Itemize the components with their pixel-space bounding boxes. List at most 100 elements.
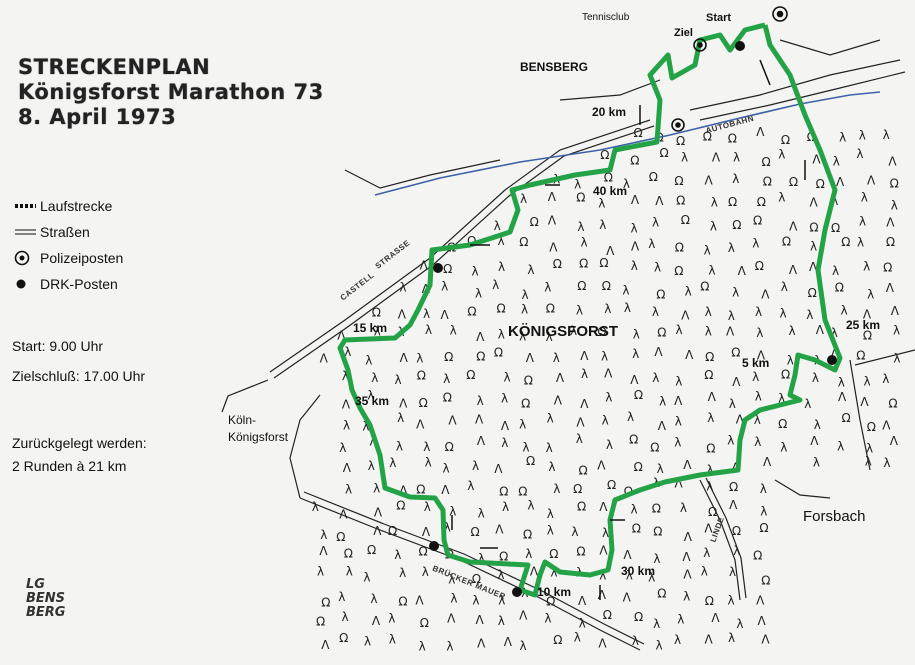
tree-symbol: λ <box>449 505 456 519</box>
tree-symbol: λ <box>342 369 349 383</box>
tree-symbol: Ω <box>676 134 685 148</box>
tree-symbol: λ <box>707 463 714 477</box>
tree-symbol: λ <box>893 324 900 338</box>
tree-symbol: λ <box>710 219 717 233</box>
legend-item-drk: DRK-Posten <box>14 271 123 297</box>
tree-symbol: Ʌ <box>576 416 585 430</box>
tree-symbol: Ω <box>445 440 454 454</box>
tree-symbol: Ω <box>652 501 661 515</box>
tree-symbol: Ʌ <box>504 635 513 649</box>
tree-symbol: Ʌ <box>836 175 845 189</box>
map-subtitle: Königsforst Marathon 73 <box>18 80 324 104</box>
tree-symbol: Ω <box>632 521 641 535</box>
tree-symbol: λ <box>448 572 455 586</box>
tree-symbol: Ω <box>467 305 476 319</box>
tree-symbol: λ <box>444 521 451 535</box>
tree-symbol: Ω <box>763 175 772 189</box>
tree-symbol: λ <box>680 501 687 515</box>
tree-symbol: λ <box>857 235 864 249</box>
tree-symbol: Ω <box>703 130 712 144</box>
tree-symbol: Ʌ <box>711 611 720 625</box>
tree-symbol: Ω <box>518 484 527 498</box>
tree-symbol: Ʌ <box>415 593 424 607</box>
road-north-2 <box>559 79 661 101</box>
tree-symbol: Ω <box>867 420 876 434</box>
tree-symbol: Ω <box>674 174 683 188</box>
finish-time: Zielschluß: 17.00 Uhr <box>12 368 146 384</box>
drk-post <box>433 263 443 273</box>
tree-symbol: λ <box>492 278 499 292</box>
tree-symbol: Ω <box>494 345 503 359</box>
tree-symbol: λ <box>704 244 711 258</box>
tree-symbol: Ʌ <box>761 288 770 302</box>
tree-symbol: λ <box>581 367 588 381</box>
tree-symbol: Ʌ <box>374 506 383 520</box>
tree-symbol: Ω <box>476 350 485 364</box>
tree-symbol: λ <box>754 413 761 427</box>
tree-symbol: Ω <box>732 218 741 232</box>
tree-symbol: Ʌ <box>441 308 450 322</box>
tree-symbol: Ʌ <box>789 220 798 234</box>
tree-symbol: λ <box>833 154 840 168</box>
place-forsbach: Forsbach <box>803 508 866 525</box>
tree-symbol: Ʌ <box>422 525 431 539</box>
tree-symbol: Ω <box>467 234 476 248</box>
tree-symbol: λ <box>450 323 457 337</box>
tree-symbol: λ <box>705 325 712 339</box>
tree-symbol: λ <box>839 131 846 145</box>
tree-symbol: Ω <box>398 595 407 609</box>
road-icon <box>14 228 40 236</box>
tree-symbol: Ω <box>499 485 508 499</box>
tree-symbol: λ <box>498 594 505 608</box>
tree-symbol: λ <box>363 570 370 584</box>
tree-symbol: λ <box>728 594 735 608</box>
police-posts <box>671 6 788 132</box>
tree-symbol: Ω <box>597 325 606 339</box>
tree-symbol: Ʌ <box>399 397 408 411</box>
tree-symbol: Ʌ <box>761 632 770 646</box>
tree-symbol: Ω <box>705 350 714 364</box>
tree-symbol: Ω <box>388 524 397 538</box>
tree-symbol: λ <box>760 504 767 518</box>
tree-symbol: Ω <box>521 397 530 411</box>
tree-symbol: Ʌ <box>729 498 738 512</box>
tree-symbol: λ <box>478 551 485 565</box>
tree-symbol: Ω <box>842 411 851 425</box>
tree-symbol: Ω <box>757 195 766 209</box>
tree-symbol: Ʌ <box>812 153 821 167</box>
tree-symbol: λ <box>677 613 684 627</box>
tree-symbol: λ <box>527 263 534 277</box>
tree-symbol: Ω <box>604 171 613 185</box>
tree-symbol: Ʌ <box>623 591 632 605</box>
tree-symbol: Ω <box>419 545 428 559</box>
tree-symbol: λ <box>837 440 844 454</box>
tree-symbol: Ʌ <box>712 151 721 165</box>
tree-symbol: Ω <box>321 596 330 610</box>
tree-symbol: Ʌ <box>630 373 639 387</box>
tree-symbol: λ <box>553 351 560 365</box>
tree-symbol: Ʌ <box>580 397 589 411</box>
legend-label: Polizeiposten <box>40 250 124 266</box>
tree-symbol: λ <box>527 499 534 513</box>
tree-symbol: Ω <box>781 368 790 382</box>
tree-symbol: λ <box>705 305 712 319</box>
tree-symbol: Ω <box>607 478 616 492</box>
tree-symbol: λ <box>389 456 396 470</box>
police-star-icon <box>14 250 40 266</box>
tree-symbol: λ <box>755 390 762 404</box>
tree-symbol: λ <box>674 435 681 449</box>
tree-symbol: λ <box>472 265 479 279</box>
tree-symbol: λ <box>683 589 690 603</box>
map-title: STRECKENPLAN <box>18 55 211 79</box>
tree-symbol: λ <box>364 634 371 648</box>
tree-symbol: λ <box>501 436 508 450</box>
tree-symbol: Ω <box>530 215 539 229</box>
tree-symbol: Ʌ <box>519 609 528 623</box>
tree-symbol: λ <box>813 456 820 470</box>
tree-symbol: λ <box>422 565 429 579</box>
tree-symbol: λ <box>778 191 785 205</box>
tree-symbol: Ʌ <box>399 483 408 497</box>
km-marker-30: 30 km <box>621 564 656 578</box>
tree-symbol: λ <box>581 236 588 250</box>
tree-symbol: Ω <box>731 346 740 360</box>
